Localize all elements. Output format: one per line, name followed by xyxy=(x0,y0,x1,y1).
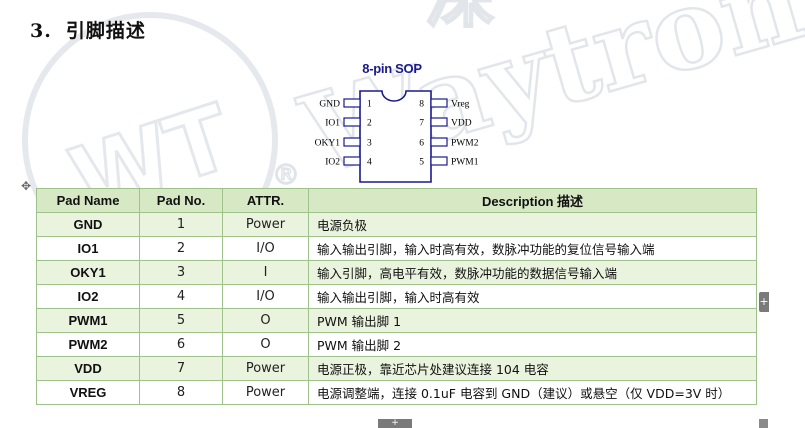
table-row: VDD 7 Power 电源正极，靠近芯片处建议连接 104 电容 xyxy=(36,356,757,381)
pin-name: IO2 xyxy=(325,158,340,168)
pin-name: PWM2 xyxy=(451,139,479,149)
cell-pad-no: 5 xyxy=(139,308,223,333)
pin-lead xyxy=(430,98,448,108)
table-row: PWM1 5 O PWM 输出脚 1 xyxy=(36,308,757,333)
add-row-button[interactable]: + xyxy=(378,419,412,428)
package-title: 8-pin SOP xyxy=(362,61,422,76)
cell-pad-no: 6 xyxy=(139,332,223,357)
pin-lead xyxy=(343,117,361,127)
pin-lead xyxy=(430,156,448,166)
table-resize-handle[interactable] xyxy=(759,419,768,428)
table-row: PWM2 6 O PWM 输出脚 2 xyxy=(36,332,757,357)
cell-pad-name: VREG xyxy=(36,380,140,405)
cell-pad-name: PWM2 xyxy=(36,332,140,357)
cell-attr: Power xyxy=(222,212,309,237)
pin-2: 2 IO1 xyxy=(325,117,372,129)
pin-name: PWM1 xyxy=(451,158,479,168)
cell-attr: I/O xyxy=(222,284,309,309)
table-row: GND 1 Power 电源负极 xyxy=(36,212,757,237)
add-column-button[interactable]: + xyxy=(759,292,769,312)
cell-pad-name: GND xyxy=(36,212,140,237)
cell-pad-name: VDD xyxy=(36,356,140,381)
cell-pad-name: IO2 xyxy=(36,284,140,309)
pin-name: GND xyxy=(319,100,340,110)
pin-5: 5 PWM1 xyxy=(419,156,479,168)
pin-number: 3 xyxy=(367,139,372,149)
cell-description: 输入输出引脚，输入时高有效 xyxy=(308,284,757,309)
pin-number: 2 xyxy=(367,119,372,129)
table-row: IO1 2 I/O 输入输出引脚，输入时高有效，数脉冲功能的复位信号输入端 xyxy=(36,236,757,261)
cell-description: 输入输出引脚，输入时高有效，数脉冲功能的复位信号输入端 xyxy=(308,236,757,261)
pin-lead xyxy=(430,137,448,147)
pin-number: 7 xyxy=(419,119,424,129)
cell-pad-name: PWM1 xyxy=(36,308,140,333)
pin-name: VDD xyxy=(451,119,472,129)
pin-name: Vreg xyxy=(451,100,470,110)
chip-drawing: 1 GND 2 IO1 3 OKY1 4 IO2 8 Vreg 7 VDD 6 PWM2 5 PWM1 xyxy=(315,90,479,183)
header-description: Description 描述 xyxy=(308,188,757,213)
chip-outline xyxy=(359,90,432,183)
cell-attr: Power xyxy=(222,380,309,405)
cell-pad-no: 7 xyxy=(139,356,223,381)
pin-7: 7 VDD xyxy=(419,117,472,129)
watermark-chinese: 深 xyxy=(425,0,495,37)
cell-pad-no: 2 xyxy=(139,236,223,261)
section-title: 引脚描述 xyxy=(65,20,146,42)
pin-6: 6 PWM2 xyxy=(419,137,479,149)
pin-name: OKY1 xyxy=(315,139,341,149)
cell-description: PWM 输出脚 2 xyxy=(308,332,757,357)
pin-number: 1 xyxy=(367,100,372,110)
pin-3: 3 OKY1 xyxy=(315,137,372,149)
section-heading: 3. 引脚描述 xyxy=(30,16,146,43)
table-move-handle-icon[interactable]: ✥ xyxy=(20,179,32,193)
cell-description: PWM 输出脚 1 xyxy=(308,308,757,333)
pin-8: 8 Vreg xyxy=(419,98,470,110)
pin-number: 6 xyxy=(419,139,424,149)
cell-description: 输入引脚，高电平有效，数脉冲功能的数据信号输入端 xyxy=(308,260,757,285)
cell-attr: O xyxy=(222,308,309,333)
table-row: VREG 8 Power 电源调整端，连接 0.1uF 电容到 GND（建议）或… xyxy=(36,380,757,405)
cell-description: 电源调整端，连接 0.1uF 电容到 GND（建议）或悬空（仅 VDD=3V 时… xyxy=(308,380,757,405)
cell-pad-no: 8 xyxy=(139,380,223,405)
pad-description-table: Pad Name Pad No. ATTR. Description 描述 GN… xyxy=(36,188,757,405)
pin-number: 8 xyxy=(419,100,424,110)
cell-pad-name: OKY1 xyxy=(36,260,140,285)
pin-4: 4 IO2 xyxy=(325,156,372,168)
pin-lead xyxy=(343,98,361,108)
cell-pad-no: 1 xyxy=(139,212,223,237)
pin-lead xyxy=(430,117,448,127)
cell-pad-no: 4 xyxy=(139,284,223,309)
table-header-row: Pad Name Pad No. ATTR. Description 描述 xyxy=(36,188,757,213)
table-row: OKY1 3 I 输入引脚，高电平有效，数脉冲功能的数据信号输入端 xyxy=(36,260,757,285)
header-pad-name: Pad Name xyxy=(36,188,140,213)
cell-attr: I/O xyxy=(222,236,309,261)
cell-pad-name: IO1 xyxy=(36,236,140,261)
cell-description: 电源正极，靠近芯片处建议连接 104 电容 xyxy=(308,356,757,381)
cell-attr: O xyxy=(222,332,309,357)
pin-number: 5 xyxy=(419,158,424,168)
table-row: IO2 4 I/O 输入输出引脚，输入时高有效 xyxy=(36,284,757,309)
pin-number: 4 xyxy=(367,158,372,168)
cell-description: 电源负极 xyxy=(308,212,757,237)
pin-lead xyxy=(343,156,361,166)
pin-lead xyxy=(343,137,361,147)
pin-1: 1 GND xyxy=(319,98,372,110)
cell-pad-no: 3 xyxy=(139,260,223,285)
section-number: 3. xyxy=(30,20,52,42)
pin-name: IO1 xyxy=(325,119,340,129)
header-attr: ATTR. xyxy=(222,188,309,213)
cell-attr: I xyxy=(222,260,309,285)
header-pad-no: Pad No. xyxy=(139,188,223,213)
cell-attr: Power xyxy=(222,356,309,381)
